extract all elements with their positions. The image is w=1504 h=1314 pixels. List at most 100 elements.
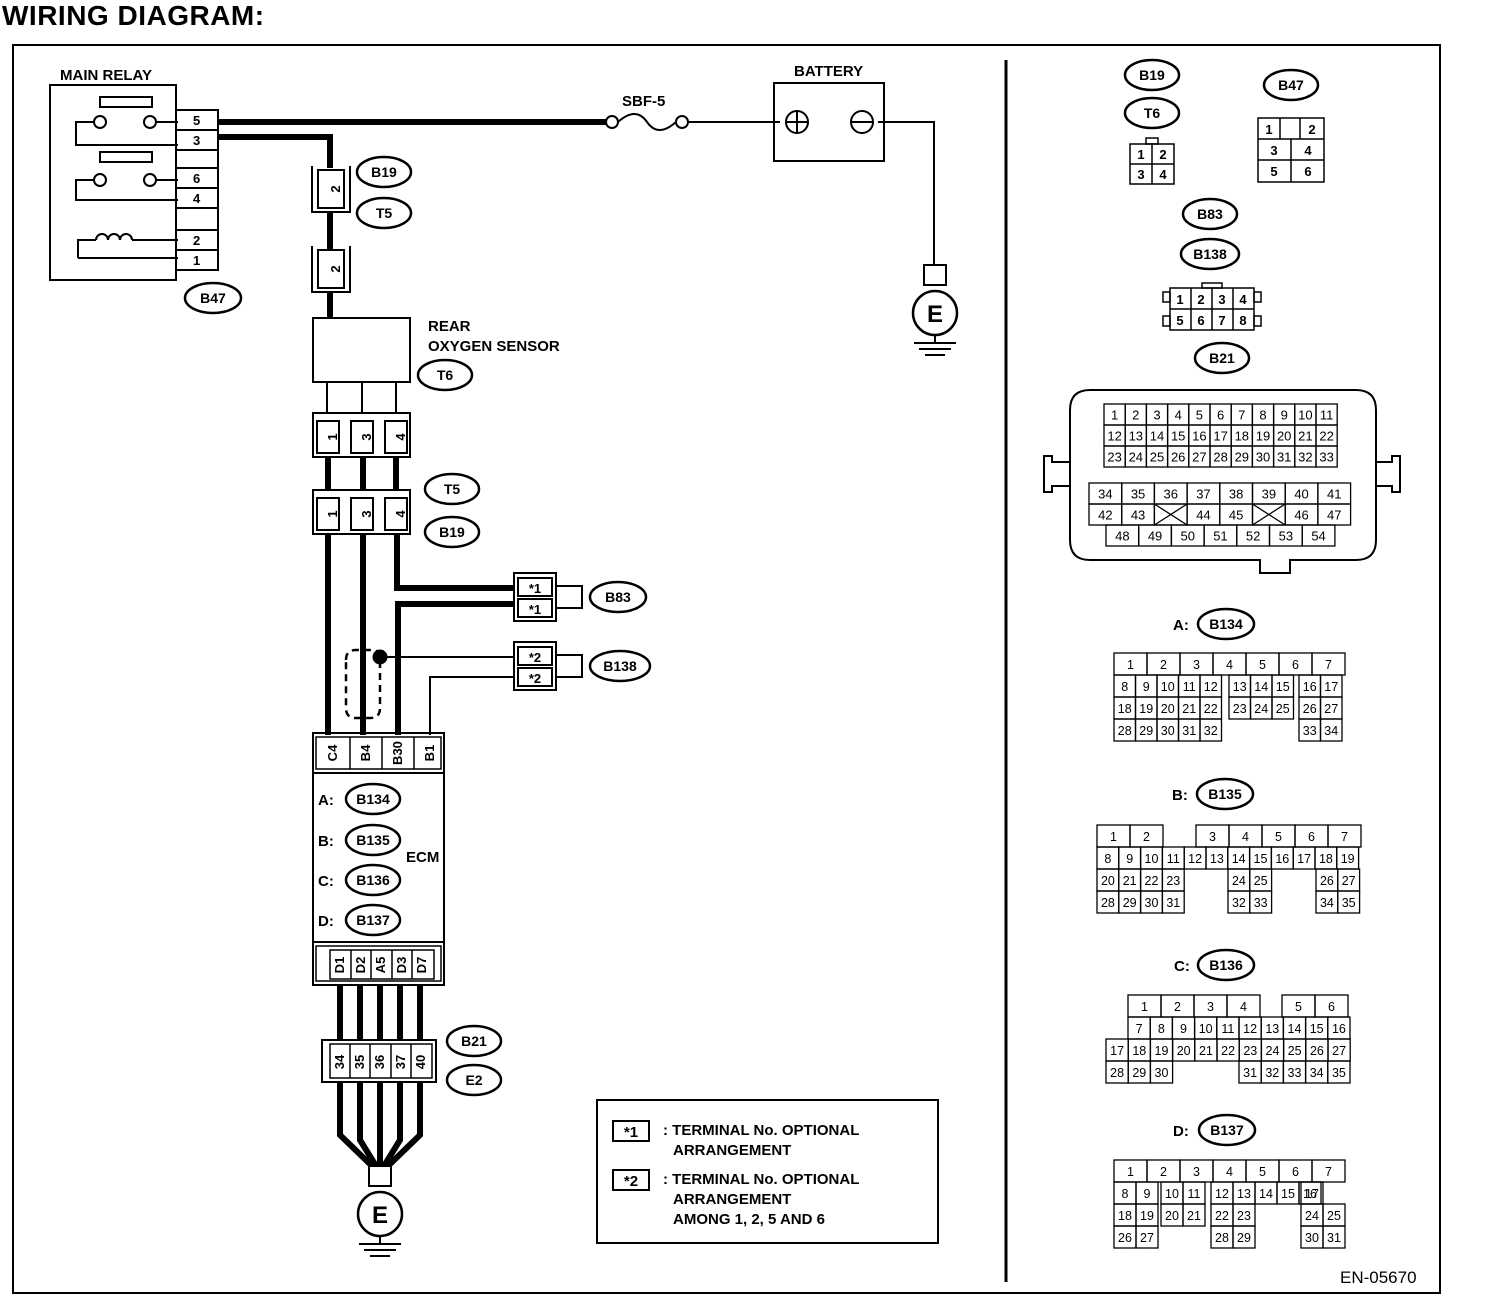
rear-oxygen-sensor: REAR OXYGEN SENSOR <box>312 317 560 413</box>
pin-cell <box>1199 718 1223 742</box>
svg-text:OXYGEN SENSOR: OXYGEN SENSOR <box>428 338 560 355</box>
pin-number: 42 <box>1098 508 1112 523</box>
pin-number: 7 <box>1341 830 1348 844</box>
pin-number: 15 <box>1281 1187 1295 1201</box>
svg-text:*2: *2 <box>624 1173 638 1190</box>
svg-text:T6: T6 <box>1144 105 1161 121</box>
pin-number: 35 <box>1332 1066 1346 1080</box>
pin-number: 26 <box>1118 1231 1132 1245</box>
pin-cell <box>1311 1159 1346 1183</box>
pin-number: 24 <box>1232 874 1246 888</box>
pin-number: 7 <box>1325 1165 1332 1179</box>
pin-number: 25 <box>1150 450 1164 465</box>
pin-number: 27 <box>1332 1044 1346 1058</box>
pin-number: 17 <box>1324 680 1338 694</box>
svg-text:B135: B135 <box>1208 786 1242 802</box>
pin-number: 33 <box>1319 450 1333 465</box>
pin-number: 23 <box>1166 874 1180 888</box>
pin-number: 30 <box>1145 896 1159 910</box>
pin-number: 6 <box>1328 1000 1335 1014</box>
pin-number: 25 <box>1276 702 1290 716</box>
pin-number: 20 <box>1101 874 1115 888</box>
pin-number: 7 <box>1325 658 1332 672</box>
pin-cell <box>1232 1225 1256 1249</box>
pin-number: 33 <box>1288 1066 1302 1080</box>
pin-cell <box>1149 1060 1174 1084</box>
pin-number: 8 <box>1121 680 1128 694</box>
svg-text:4: 4 <box>1159 167 1167 182</box>
pin-number: 8 <box>1122 1187 1129 1201</box>
pin-number: 17 <box>1297 852 1311 866</box>
pin-number: 9 <box>1143 680 1150 694</box>
pin-number: 40 <box>1294 487 1308 502</box>
pin-number: 3 <box>1153 408 1160 423</box>
pin-number: 12 <box>1243 1022 1257 1036</box>
pinout-b83-b138: B83 B138 1 2 3 4 5 6 7 8 <box>1162 197 1262 331</box>
pin-number: 1 <box>1111 408 1118 423</box>
pin-number: 32 <box>1265 1066 1279 1080</box>
pin-number: 7 <box>1238 408 1245 423</box>
pin-number: 6 <box>1292 658 1299 672</box>
svg-text:E: E <box>927 301 943 328</box>
pin-number: 12 <box>1188 852 1202 866</box>
svg-text:: TERMINAL No. OPTIONAL: : TERMINAL No. OPTIONAL <box>663 1171 859 1188</box>
relay-pin: 4 <box>193 191 201 206</box>
svg-text:8: 8 <box>1239 313 1246 328</box>
svg-text:A:: A: <box>1173 617 1189 634</box>
pin-cell <box>1301 524 1336 547</box>
pin-number: 1 <box>1127 1165 1134 1179</box>
pin-number: 22 <box>1221 1044 1235 1058</box>
pin-number: 22 <box>1319 429 1333 444</box>
pin-number: 31 <box>1243 1066 1257 1080</box>
ecm: C4 B4 B30 B1 ECM A: B134 B: B135 C: B136… <box>312 732 445 986</box>
pin-number: 13 <box>1210 852 1224 866</box>
pin-cell <box>1322 1225 1346 1249</box>
svg-text:BATTERY: BATTERY <box>794 63 863 80</box>
connector-b19-t5-pin2: 2 2 <box>311 166 351 293</box>
pin-number: 16 <box>1332 1022 1346 1036</box>
svg-text:B134: B134 <box>356 791 390 807</box>
pin-number: 28 <box>1118 724 1132 738</box>
pin-number: 11 <box>1183 680 1196 694</box>
pin-number: 20 <box>1161 702 1175 716</box>
connector-b83: B83 <box>588 580 648 614</box>
pin-number: 30 <box>1256 450 1270 465</box>
svg-text:T5: T5 <box>376 205 393 221</box>
pin-number: 19 <box>1140 1209 1154 1223</box>
pin-cell <box>1135 1225 1159 1249</box>
pin-number: 1 <box>1110 830 1117 844</box>
svg-text:B19: B19 <box>439 524 465 540</box>
svg-text:B136: B136 <box>1209 957 1243 973</box>
svg-text:7: 7 <box>1218 313 1225 328</box>
svg-text:AMONG 1, 2, 5 AND 6: AMONG 1, 2, 5 AND 6 <box>673 1211 825 1228</box>
svg-text:B:: B: <box>1172 787 1188 804</box>
pin-number: 31 <box>1277 450 1291 465</box>
svg-text:D3: D3 <box>394 957 409 974</box>
pin-number: 10 <box>1298 408 1312 423</box>
svg-text:B137: B137 <box>1210 1122 1244 1138</box>
pin-number: 32 <box>1298 450 1312 465</box>
connector-b138-block: *2 *2 <box>513 641 583 691</box>
svg-text:4: 4 <box>1239 292 1247 307</box>
pin-number: 26 <box>1303 702 1317 716</box>
sensor-connector-lower: 1 3 4 <box>312 489 411 535</box>
pin-number: 12 <box>1107 429 1121 444</box>
pin-cell <box>1337 890 1361 914</box>
pin-number: 3 <box>1193 658 1200 672</box>
pin-number: 31 <box>1182 724 1196 738</box>
pin-cell <box>1161 890 1185 914</box>
pin-number: 2 <box>1143 830 1150 844</box>
svg-text:REAR: REAR <box>428 318 471 335</box>
pin-number: 22 <box>1215 1209 1229 1223</box>
pin-number: 32 <box>1232 896 1246 910</box>
pin-number: 5 <box>1275 830 1282 844</box>
pin-number: 21 <box>1298 429 1312 444</box>
pin-number: 23 <box>1233 702 1247 716</box>
pin-number: 36 <box>1164 487 1178 502</box>
pin-number: 21 <box>1123 874 1137 888</box>
